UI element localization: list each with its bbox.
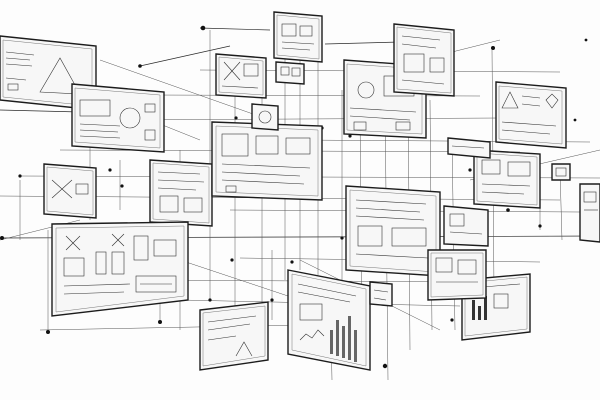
schematic-panel-lower-left <box>52 222 188 316</box>
schematic-panel-center-left <box>150 160 212 226</box>
schematic-panel-right-lower <box>444 206 488 246</box>
schematic-panel-bottom-left-center <box>200 302 268 370</box>
schematic-panel-top-right <box>394 24 454 96</box>
schematic-panel-lower-center-small <box>370 282 392 306</box>
schematic-panel-left-upper <box>72 84 164 152</box>
schematic-panel-center <box>212 122 322 200</box>
schematic-panel-bottom-center <box>288 270 370 370</box>
schematic-panel-center-small <box>252 104 278 130</box>
schematic-panel-right-edge <box>580 184 600 242</box>
schematic-panel-center-right <box>346 186 440 276</box>
schematic-panel-mid-left-small <box>448 138 490 158</box>
schematic-panel-right-middle <box>474 150 540 208</box>
schematic-panel-far-right <box>496 82 566 148</box>
schematic-panel-right-top-small <box>552 164 570 180</box>
schematic-panel-top-center <box>274 12 322 62</box>
schematic-panel-tiny <box>276 62 304 84</box>
schematic-panel-top-small <box>216 54 266 98</box>
schematic-panel-left-middle <box>44 164 96 218</box>
schematic-panel-right-center-small <box>428 250 486 300</box>
